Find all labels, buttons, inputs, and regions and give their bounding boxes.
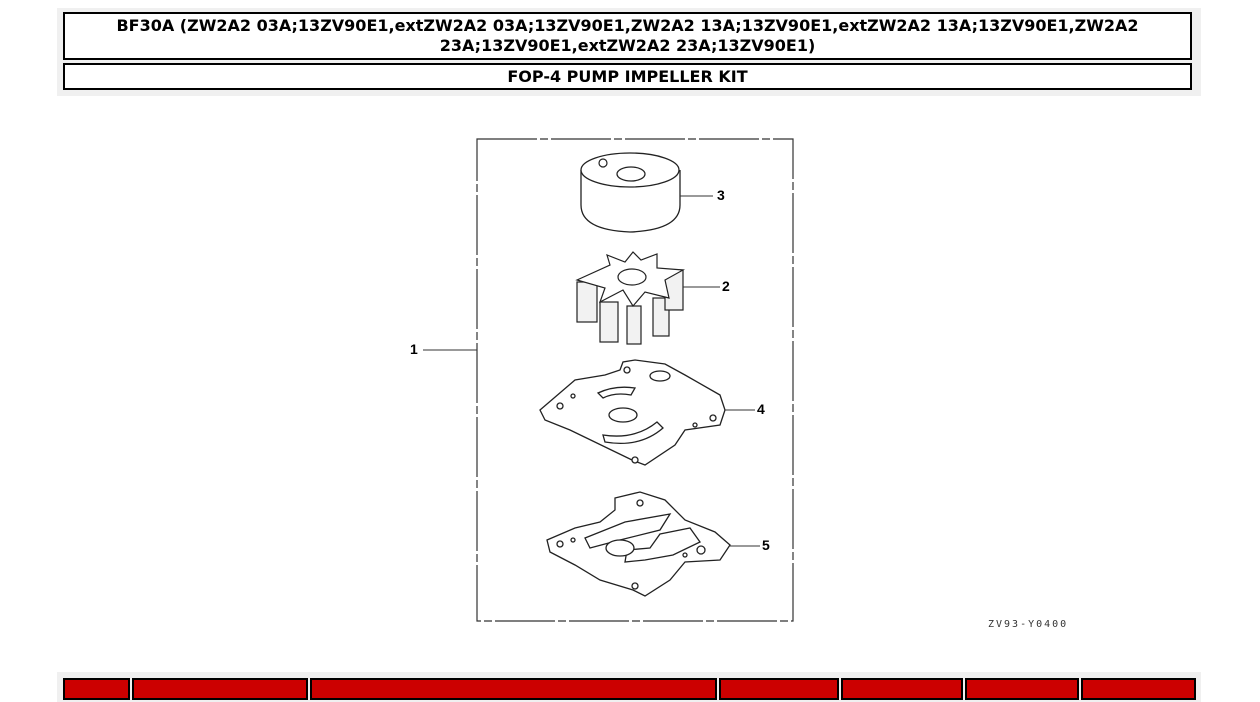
plate-part [539, 359, 755, 466]
callout-2: 2 [722, 278, 730, 294]
table-header-cell [1081, 678, 1196, 700]
parts-table-header [57, 672, 1201, 702]
header-container: BF30A (ZW2A2 03A;13ZV90E1,extZW2A2 03A;1… [57, 8, 1201, 96]
callout-3: 3 [717, 187, 725, 203]
exploded-view-drawing [423, 138, 794, 622]
callout-1: 1 [410, 341, 418, 357]
impeller-part [575, 251, 720, 345]
table-header-cell [132, 678, 308, 700]
section-title: FOP-4 PUMP IMPELLER KIT [63, 63, 1192, 90]
table-header-cell [310, 678, 717, 700]
model-title: BF30A (ZW2A2 03A;13ZV90E1,extZW2A2 03A;1… [63, 12, 1192, 60]
gasket-part [546, 491, 760, 597]
figure-code: ZV93-Y0400 [988, 619, 1069, 630]
pump-housing-part [580, 152, 713, 233]
kit-frame [476, 138, 794, 622]
parts-diagram: 1 2 3 4 5 [395, 130, 1115, 640]
callout-5: 5 [762, 537, 770, 553]
table-header-cell [841, 678, 963, 700]
table-header-cell [965, 678, 1079, 700]
callout-4: 4 [757, 401, 765, 417]
table-header-cell [63, 678, 130, 700]
table-header-cell [719, 678, 839, 700]
